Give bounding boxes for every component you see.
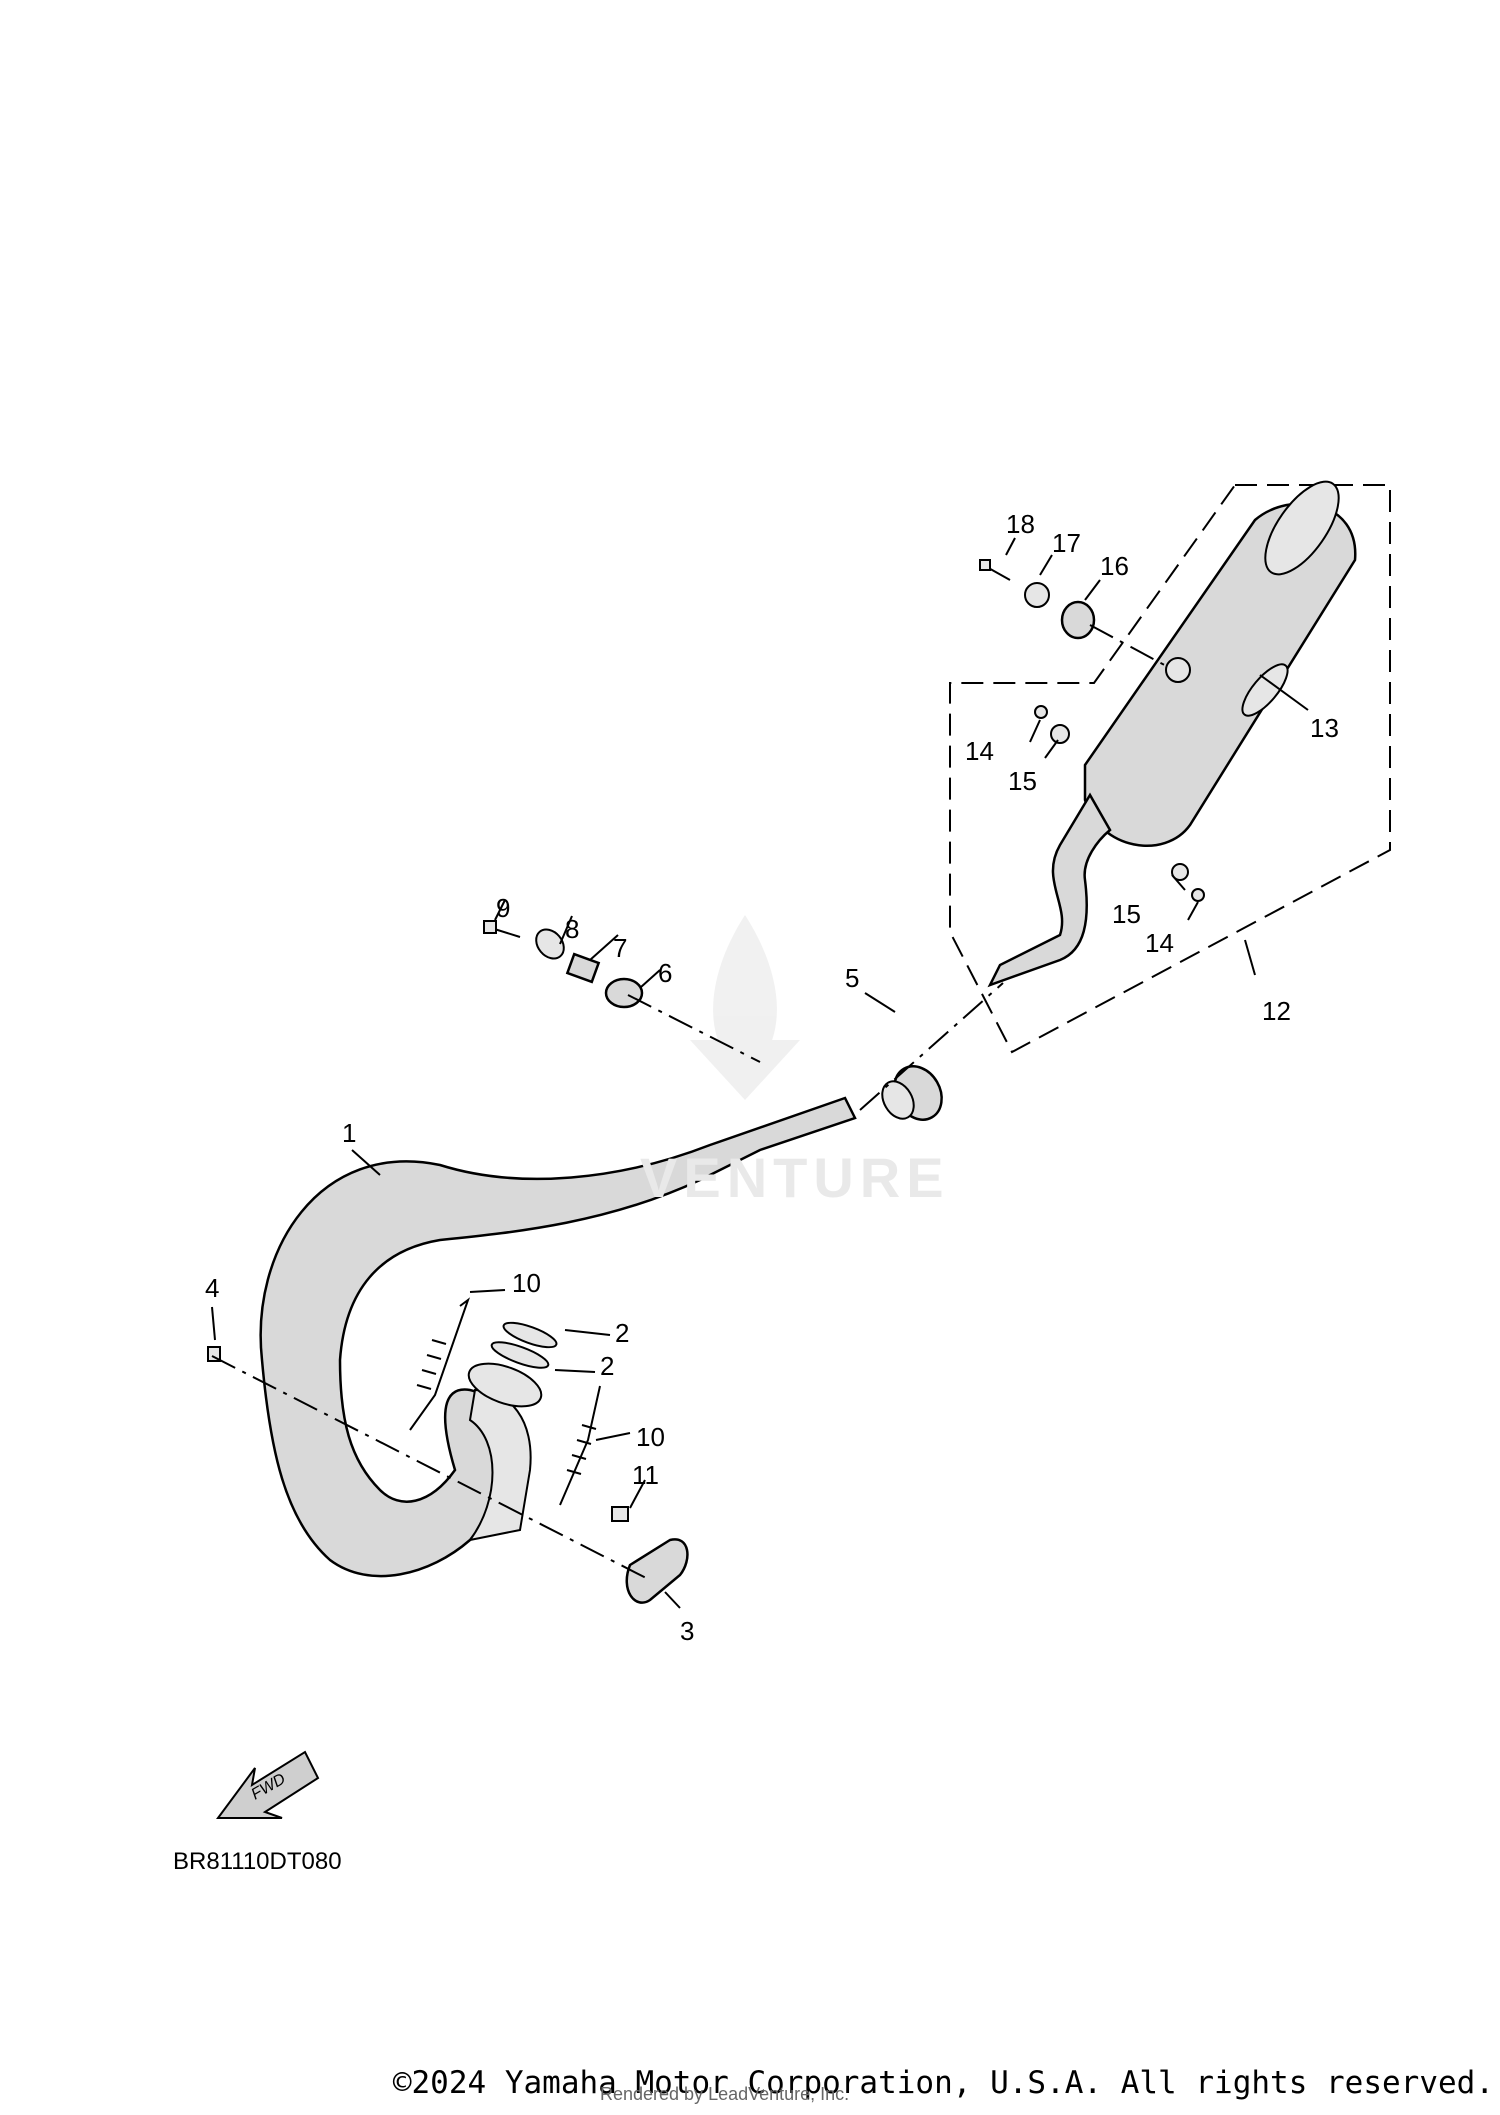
callout-9: 9 xyxy=(496,893,510,923)
bracket-icon xyxy=(625,1538,689,1604)
leader-lines xyxy=(211,537,1309,1609)
callout-10a: 10 xyxy=(512,1268,541,1298)
spring-icon xyxy=(559,1385,601,1506)
flame-logo-icon xyxy=(690,915,800,1100)
callout-8: 8 xyxy=(565,914,579,944)
watermark: VENTURE xyxy=(640,1146,950,1209)
axis-line xyxy=(627,994,761,1063)
axis-line xyxy=(211,1355,651,1581)
callout-3: 3 xyxy=(680,1616,694,1646)
callout-14a: 14 xyxy=(965,736,994,766)
callout-4: 4 xyxy=(205,1273,219,1303)
callout-15b: 15 xyxy=(1112,899,1141,929)
callout-6: 6 xyxy=(658,958,672,988)
axis-line xyxy=(859,982,1004,1111)
callout-17: 17 xyxy=(1052,528,1081,558)
assembly-12-boundary xyxy=(949,484,1391,1054)
callout-15a: 15 xyxy=(1008,766,1037,796)
callout-10b: 10 xyxy=(636,1422,665,1452)
callout-12: 12 xyxy=(1262,996,1291,1026)
callout-5: 5 xyxy=(845,963,859,993)
rendered-by: Rendered by LeadVenture, Inc. xyxy=(600,2084,850,2104)
callout-18: 18 xyxy=(1006,509,1035,539)
spring-icon xyxy=(409,1297,471,1431)
joint-icon xyxy=(881,1065,943,1121)
exhaust-pipe-icon xyxy=(259,1096,857,1578)
copyright-notice: ©2024 Yamaha Motor Corporation, U.S.A. A… xyxy=(392,2065,1494,2101)
callout-2a: 2 xyxy=(615,1318,629,1348)
silencer-icon xyxy=(987,480,1357,988)
fwd-arrow-icon: FWD xyxy=(216,1750,320,1819)
callout-2b: 2 xyxy=(600,1351,614,1381)
callout-11: 11 xyxy=(632,1460,659,1490)
mount-hardware-icon xyxy=(483,920,644,1009)
gasket-icon xyxy=(502,1321,558,1349)
axis-line xyxy=(1089,624,1171,669)
callout-16: 16 xyxy=(1100,551,1129,581)
silencer-bolt-icon xyxy=(979,559,1096,640)
drawing-code: BR81110DT080 xyxy=(173,1848,342,1875)
callout-1: 1 xyxy=(342,1118,356,1148)
gasket-icon xyxy=(490,1341,550,1369)
callout-7: 7 xyxy=(613,933,627,963)
bolt-icon xyxy=(611,1506,629,1522)
callout-14b: 14 xyxy=(1145,928,1174,958)
callout-13: 13 xyxy=(1310,713,1339,743)
